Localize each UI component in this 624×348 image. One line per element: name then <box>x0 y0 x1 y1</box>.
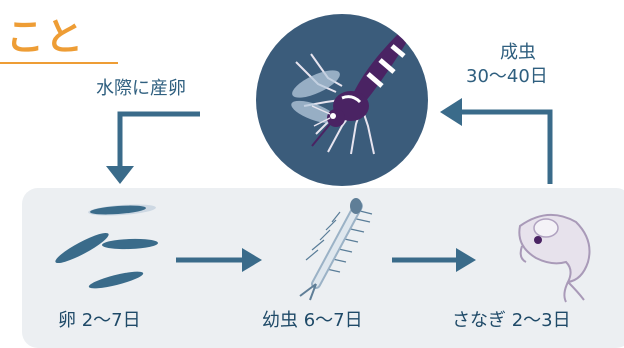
pupa-icon <box>518 214 591 303</box>
arrow-emergence <box>440 98 553 184</box>
adult-label: 成虫 <box>500 42 536 63</box>
egg-icon <box>55 204 158 289</box>
adult-mosquito-circle <box>256 14 428 186</box>
mosquito-icon <box>291 33 408 155</box>
larva-stage-label: 幼虫 6〜7日 <box>262 310 363 331</box>
pupa-stage-label: さなぎ 2〜3日 <box>452 310 571 331</box>
lifecycle-diagram <box>55 98 591 303</box>
arrow-larva-to-pupa <box>392 248 476 272</box>
larva-icon <box>299 198 373 301</box>
lay-eggs-label: 水際に産卵 <box>96 78 186 99</box>
egg-stage-label: 卵 2〜7日 <box>58 310 141 331</box>
page-title-fragment: こと <box>6 15 85 59</box>
arrow-egg-to-larva <box>176 248 262 272</box>
arrow-lay-eggs <box>106 111 200 184</box>
title-underline <box>0 62 118 64</box>
adult-days-label: 30〜40日 <box>466 66 548 87</box>
